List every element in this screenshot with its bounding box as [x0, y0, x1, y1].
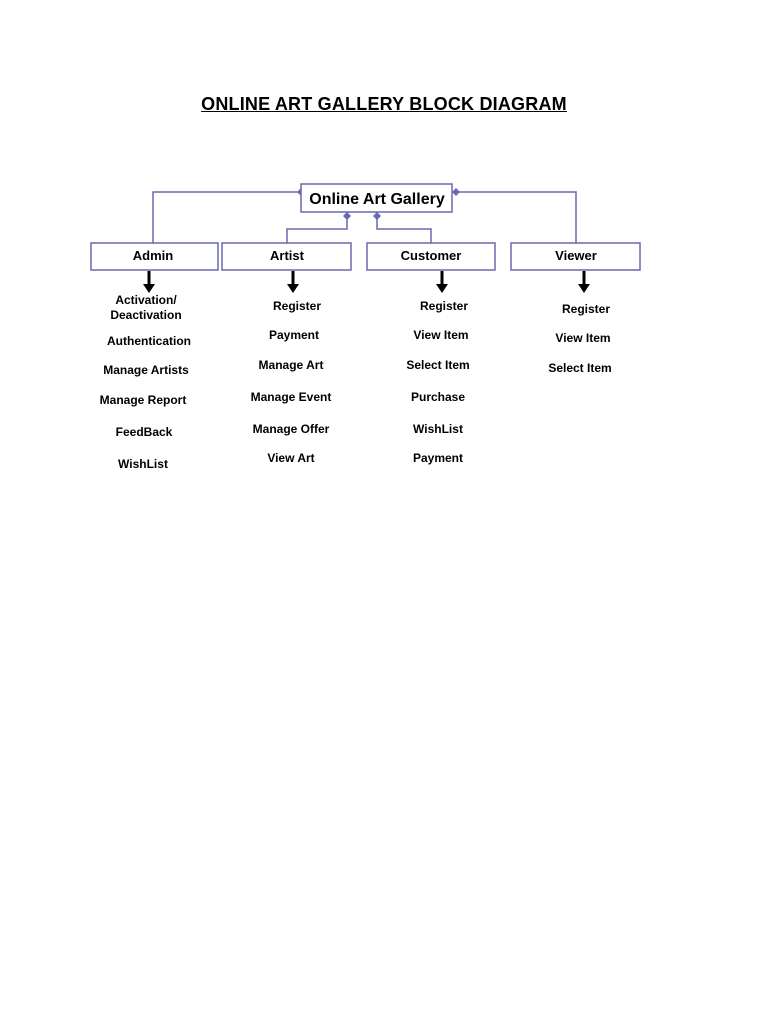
module-box: [366, 242, 496, 271]
viewer-items: Register View Item Select Item: [548, 302, 611, 375]
module-label: Admin: [133, 248, 174, 263]
root-node-box: [300, 183, 453, 213]
connector-viewer: [456, 191, 577, 243]
arrow-down-icon: [287, 271, 299, 293]
arrow-down-icon: [578, 271, 590, 293]
list-item: Authentication: [107, 334, 191, 348]
module-customer: Customer: [366, 242, 496, 271]
list-item: View Item: [413, 328, 468, 342]
module-box: [510, 242, 641, 271]
list-item: Purchase: [411, 390, 465, 404]
list-item: Activation/: [115, 293, 177, 307]
customer-items: Register View Item Select Item Purchase …: [406, 299, 469, 465]
module-label: Customer: [401, 248, 462, 263]
list-item: WishList: [413, 422, 463, 436]
list-item: Payment: [269, 328, 319, 342]
module-artist: Artist: [221, 242, 352, 271]
connectors: [152, 191, 577, 243]
down-arrows: [143, 271, 590, 293]
artist-items: Register Payment Manage Art Manage Event…: [251, 299, 332, 465]
module-admin: Admin: [90, 242, 219, 271]
admin-items: Activation/ Deactivation Authentication …: [100, 293, 191, 471]
diamond-marker: [343, 212, 351, 220]
list-item: View Art: [267, 451, 314, 465]
list-item: View Item: [555, 331, 610, 345]
connector-admin: [152, 191, 301, 243]
list-item: Manage Event: [251, 390, 332, 404]
list-item: Select Item: [406, 358, 469, 372]
list-item: Manage Art: [259, 358, 324, 372]
list-item: Select Item: [548, 361, 611, 375]
list-item: Deactivation: [110, 308, 181, 322]
list-item: Manage Artists: [103, 363, 189, 377]
module-viewer: Viewer: [510, 242, 641, 271]
module-box: [90, 242, 219, 271]
list-item: Register: [273, 299, 321, 313]
list-item: Manage Report: [100, 393, 187, 407]
module-label: Viewer: [555, 248, 597, 263]
module-box: [221, 242, 352, 271]
arrow-down-icon: [436, 271, 448, 293]
arrow-down-icon: [143, 271, 155, 293]
root-node: Online Art Gallery: [300, 183, 453, 213]
connector-customer: [376, 216, 432, 243]
diamond-marker: [452, 188, 460, 196]
diamond-marker: [373, 212, 381, 220]
list-item: Register: [562, 302, 610, 316]
list-item: WishList: [118, 457, 168, 471]
module-label: Artist: [270, 248, 305, 263]
page-title: ONLINE ART GALLERY BLOCK DIAGRAM: [201, 94, 567, 114]
connector-artist: [286, 216, 348, 243]
list-item: Manage Offer: [253, 422, 330, 436]
list-item: FeedBack: [116, 425, 173, 439]
root-node-label: Online Art Gallery: [309, 191, 445, 208]
list-item: Payment: [413, 451, 463, 465]
list-item: Register: [420, 299, 468, 313]
